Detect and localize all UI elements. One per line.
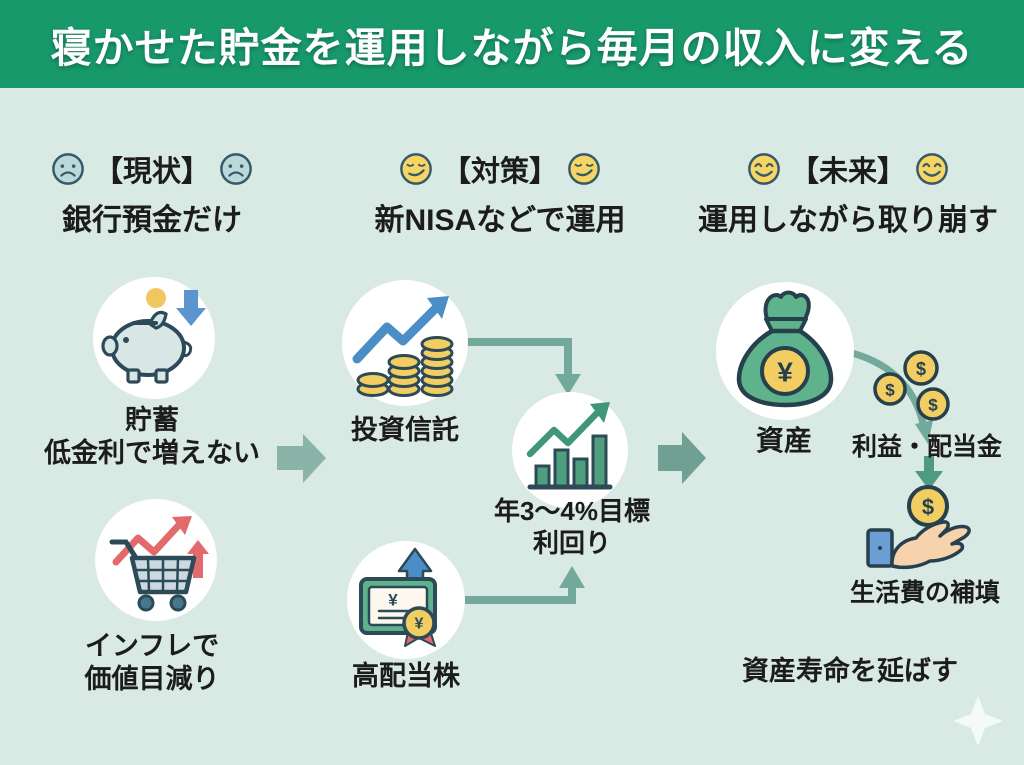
smirk-face-icon [400,153,432,185]
stock-label: 高配当株 [352,661,460,691]
svg-text:$: $ [916,359,926,379]
fund-to-yield-connector [466,338,581,395]
dollar-coin: $ [903,350,939,386]
bar-chart-disc [512,392,628,508]
section-header-current-row: 【現状】 [18,148,286,190]
yield-label: 年3〜4%目標 利回り [493,496,651,558]
piggy-bank-disc [93,277,215,399]
asset-label: 資産 [755,425,813,456]
asset-to-profit-curve [847,348,933,444]
dollar-coin: $ [916,387,950,421]
section-subtitle-current: 銀行預金だけ [62,204,242,237]
stock-certificate-disc: ¥ ¥ [347,541,465,659]
happy-face-icon [916,153,948,185]
profit-label: 利益・配当金 [851,433,1003,461]
flow-arrow-1 [277,434,326,483]
smirk-face-icon [568,153,600,185]
section-header-plan: 【対策】 新NISAなどで運用 [360,148,640,239]
section-tag-future: 【未来】 [789,156,906,188]
section-tag-current: 【現状】 [93,156,210,188]
page-title: 寝かせた貯金を運用しながら毎月の収入に変える [50,25,974,71]
sad-face-icon [52,153,84,185]
inflation-label: インフレで 価値目減り [84,631,220,694]
svg-text:$: $ [885,381,895,400]
happy-face-icon [748,153,780,185]
svg-text:¥: ¥ [777,357,793,388]
sad-face-icon [220,153,252,185]
stock-to-yield-connector [463,566,585,604]
shopping-cart-disc [95,499,217,621]
title-banner: 寝かせた貯金を運用しながら毎月の収入に変える [0,0,1024,88]
section-tag-plan: 【対策】 [441,156,558,188]
section-header-plan-row: 【対策】 [360,148,640,190]
svg-text:¥: ¥ [388,591,398,610]
svg-text:$: $ [922,495,934,520]
flow-arrow-2 [658,432,706,484]
sparkle-icon [953,696,1003,746]
fund-label: 投資信託 [351,415,459,445]
living-label: 生活費の補填 [849,579,1001,607]
section-subtitle-future: 運用しながら取り崩す [698,204,998,237]
lifespan-label: 資産寿命を延ばす [742,656,958,686]
section-header-current: 【現状】 銀行預金だけ [18,148,286,239]
shopping-cart-icon [109,516,209,612]
money-bag-icon: ¥ [736,290,834,408]
dollar-coin: $ [873,372,907,406]
bar-chart-icon [526,402,613,490]
coin-stack-icon [352,296,454,397]
piggy-bank-icon [101,288,206,384]
savings-label: 貯蓄 低金利で増えない [44,405,260,468]
hand-coin-icon: $ [866,485,971,570]
svg-text:¥: ¥ [415,616,424,633]
section-subtitle-plan: 新NISAなどで運用 [374,204,626,237]
section-header-future-row: 【未来】 [672,148,1024,190]
coin-stack-disc [342,280,468,406]
section-header-future: 【未来】 運用しながら取り崩す [672,148,1024,239]
stock-certificate-icon: ¥ ¥ [359,547,437,647]
svg-text:$: $ [928,396,938,415]
money-bag-disc: ¥ [716,282,854,420]
